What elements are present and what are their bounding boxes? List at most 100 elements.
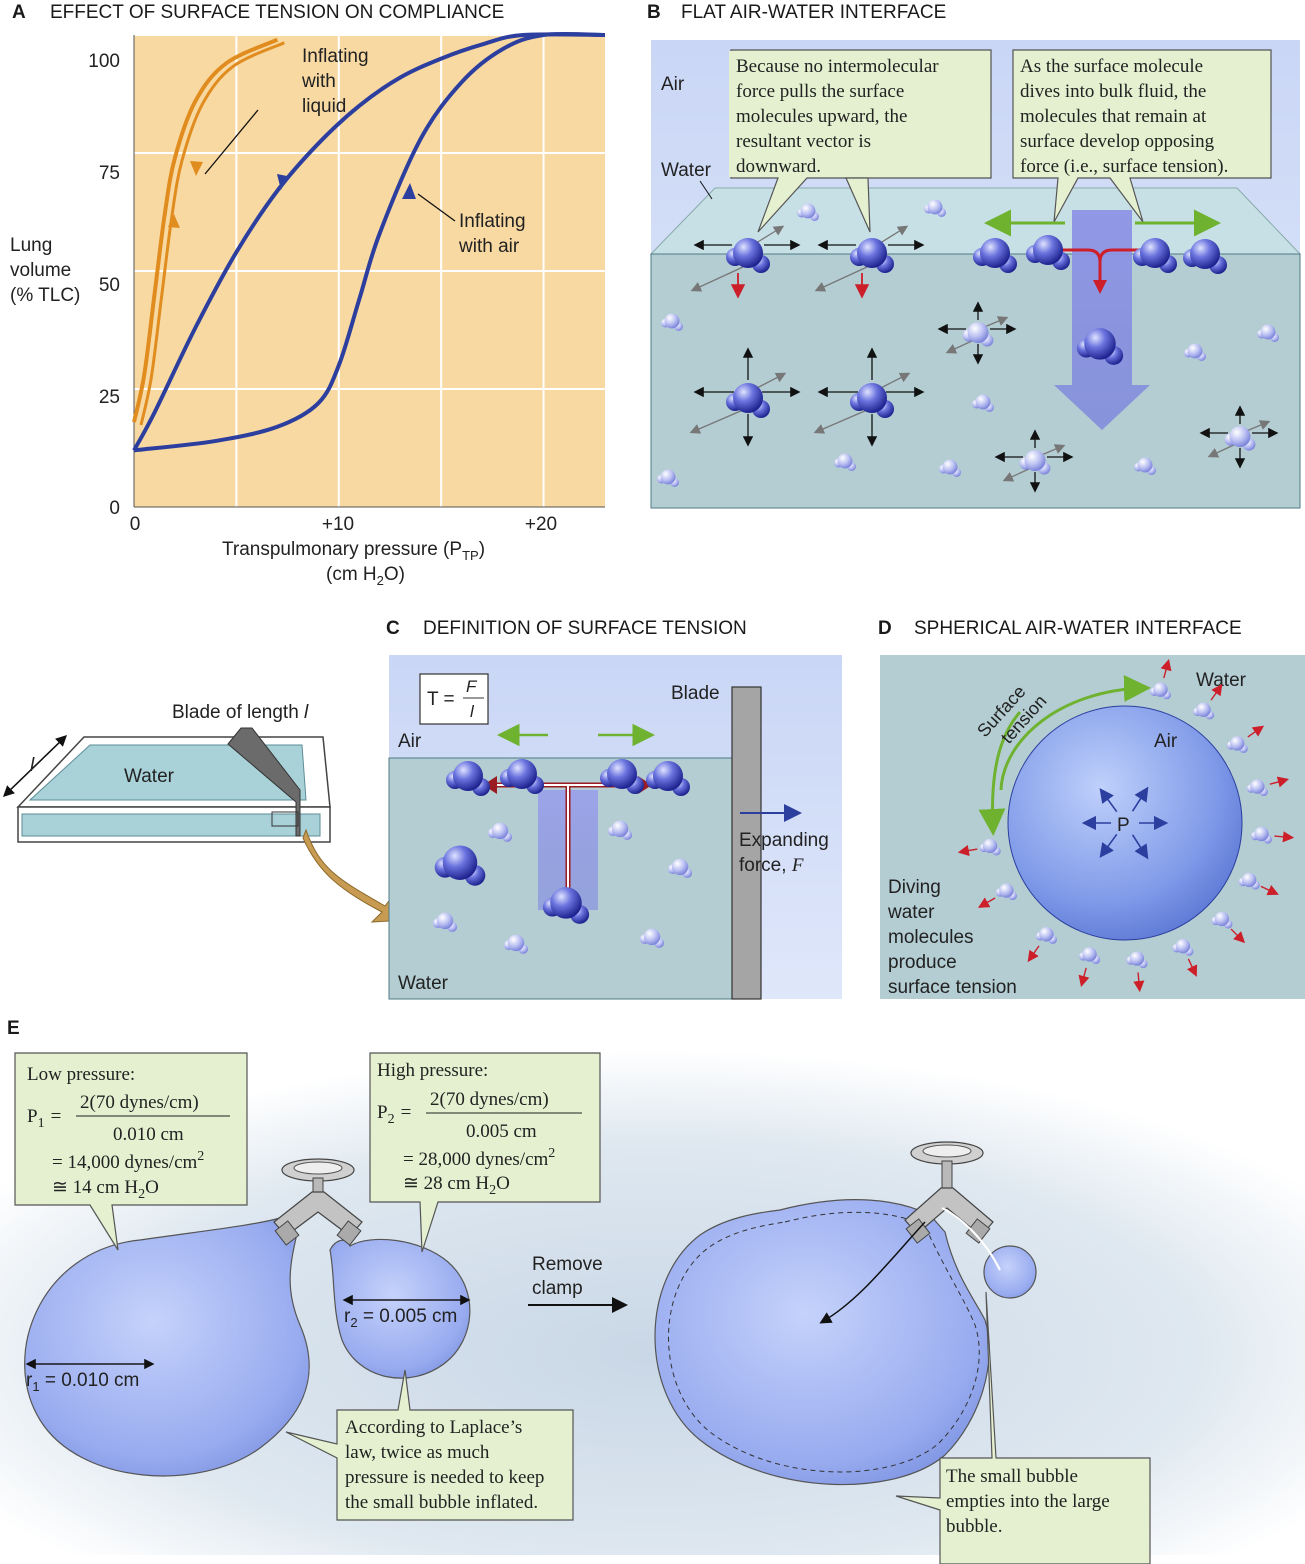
pressure-arrow	[1131, 834, 1149, 860]
red-pull-arrow	[1060, 248, 1140, 285]
water-molecules	[657, 199, 1279, 493]
svg-text:Lung: Lung	[10, 235, 52, 256]
svg-text:downward.: downward.	[736, 156, 821, 177]
faint-molecule	[661, 313, 683, 331]
x-tick-labels: 0 +10 +20	[130, 514, 557, 535]
faint-molecule	[834, 453, 856, 471]
force-vector	[814, 266, 868, 292]
force-vector	[690, 266, 744, 292]
bulk-molecule	[726, 383, 770, 418]
faint-molecule	[487, 822, 513, 842]
faint-molecule	[1134, 457, 1156, 475]
y-tick-label: 25	[99, 387, 120, 408]
svg-text:As the surface molecule: As the surface molecule	[1020, 56, 1203, 77]
panel-c-letter: C	[386, 618, 400, 639]
svg-text:produce: produce	[888, 952, 957, 973]
flow-arrow	[819, 1221, 926, 1324]
faint-molecule	[972, 394, 994, 412]
surface-molecule	[500, 759, 544, 794]
surface-molecule-d	[1250, 826, 1273, 844]
diving-vector	[977, 897, 996, 908]
surface-molecule	[600, 759, 644, 794]
svg-text:with air: with air	[458, 236, 520, 257]
surface-molecule	[973, 238, 1017, 273]
water-label: Water	[661, 160, 712, 181]
panel-c: C DEFINITION OF SURFACE TENSION Water Bl…	[2, 618, 842, 1000]
y-tick-label: 100	[88, 51, 120, 72]
force-label: force, F	[739, 855, 804, 876]
series-line-0	[132, 37, 279, 423]
svg-text:molecules: molecules	[888, 927, 974, 948]
panel-a: A EFFECT OF SURFACE TENSION ON COMPLIANC…	[10, 2, 606, 588]
surface-molecule-d	[1246, 779, 1268, 797]
svg-text:0.005 cm: 0.005 cm	[466, 1121, 537, 1142]
formula-numerator: F	[466, 677, 478, 696]
bulk-molecule	[850, 383, 894, 418]
svg-text:surface tension: surface tension	[888, 977, 1017, 998]
panel-c-title: DEFINITION OF SURFACE TENSION	[423, 618, 747, 639]
water-label-c: Water	[398, 973, 449, 994]
pressure-label: P	[1117, 815, 1130, 836]
series-line-1	[133, 31, 606, 453]
diving-vector	[1247, 725, 1265, 738]
x-tick-label: 0	[130, 514, 141, 535]
blade-label: Blade	[671, 683, 720, 704]
remove-label: Remove	[532, 1254, 603, 1275]
length-symbol: l	[30, 755, 35, 776]
svg-text:According to Laplace’s: According to Laplace’s	[345, 1417, 522, 1438]
svg-text:2(70 dynes/cm): 2(70 dynes/cm)	[430, 1089, 549, 1110]
series-line-0-return	[139, 41, 285, 426]
svg-text:volume: volume	[10, 260, 71, 281]
svg-text:P1=: P1=	[27, 1106, 61, 1131]
surface-molecule	[1183, 239, 1227, 274]
y-axis-label: Lung volume (% TLC)	[10, 235, 80, 306]
faint-molecule	[939, 459, 961, 477]
flow-path	[941, 1207, 1001, 1271]
surface-molecule-d	[1211, 911, 1233, 929]
r1-label: r1 = 0.010 cm	[26, 1370, 139, 1394]
panel-e: E r1 = 0.010 cm r2 = 0.005 cm Low pressu…	[0, 1018, 1305, 1564]
panel-a-letter: A	[12, 2, 26, 23]
surface-molecule	[646, 761, 690, 796]
svg-text:with: with	[301, 71, 336, 92]
faint-molecule	[1257, 324, 1279, 342]
surface-molecule	[850, 238, 894, 273]
svg-text:≅ 14 cm H2O: ≅ 14 cm H2O	[52, 1177, 159, 1202]
force-vector	[945, 339, 975, 354]
bulk-molecule	[434, 845, 486, 886]
y-tick-label: 0	[109, 498, 120, 519]
faint-molecule	[1224, 426, 1256, 451]
svg-text:law, twice as much: law, twice as much	[345, 1442, 490, 1463]
svg-text:molecules that remain at: molecules that remain at	[1020, 106, 1207, 127]
faint-molecule	[962, 322, 994, 347]
formula-denominator: l	[470, 702, 475, 721]
faint-molecule	[607, 820, 633, 840]
svg-text:resultant vector is: resultant vector is	[736, 131, 871, 152]
svg-text:surface develop opposing: surface develop opposing	[1020, 131, 1215, 152]
faint-molecule	[657, 469, 679, 487]
surface-molecule	[1026, 235, 1070, 270]
inflation-direction-arrow	[402, 183, 416, 199]
faint-molecule	[1184, 343, 1206, 361]
force-vector	[1207, 443, 1237, 458]
svg-text:water: water	[887, 902, 935, 923]
pressure-arrow	[1099, 788, 1118, 813]
surface-molecule-d	[1193, 702, 1215, 720]
faint-molecule	[432, 912, 458, 932]
surface-molecule-d	[1238, 872, 1260, 890]
panel-e-letter: E	[7, 1018, 20, 1039]
svg-text:Because no intermolecular: Because no intermolecular	[736, 56, 939, 77]
surface-molecule	[726, 238, 770, 273]
diving-molecules	[957, 658, 1295, 993]
panel-b-letter: B	[647, 2, 661, 23]
tray-water-label: Water	[124, 766, 175, 787]
clamp-label: clamp	[532, 1278, 583, 1299]
svg-text:pressure is needed to keep: pressure is needed to keep	[345, 1467, 544, 1488]
air-label-c: Air	[398, 731, 422, 752]
pressure-arrow	[1099, 833, 1118, 858]
chart-series	[132, 31, 606, 453]
faint-molecule	[797, 203, 819, 221]
faint-molecule	[667, 858, 693, 878]
svg-text:The small bubble: The small bubble	[946, 1466, 1078, 1487]
air-bubble	[1007, 705, 1243, 941]
